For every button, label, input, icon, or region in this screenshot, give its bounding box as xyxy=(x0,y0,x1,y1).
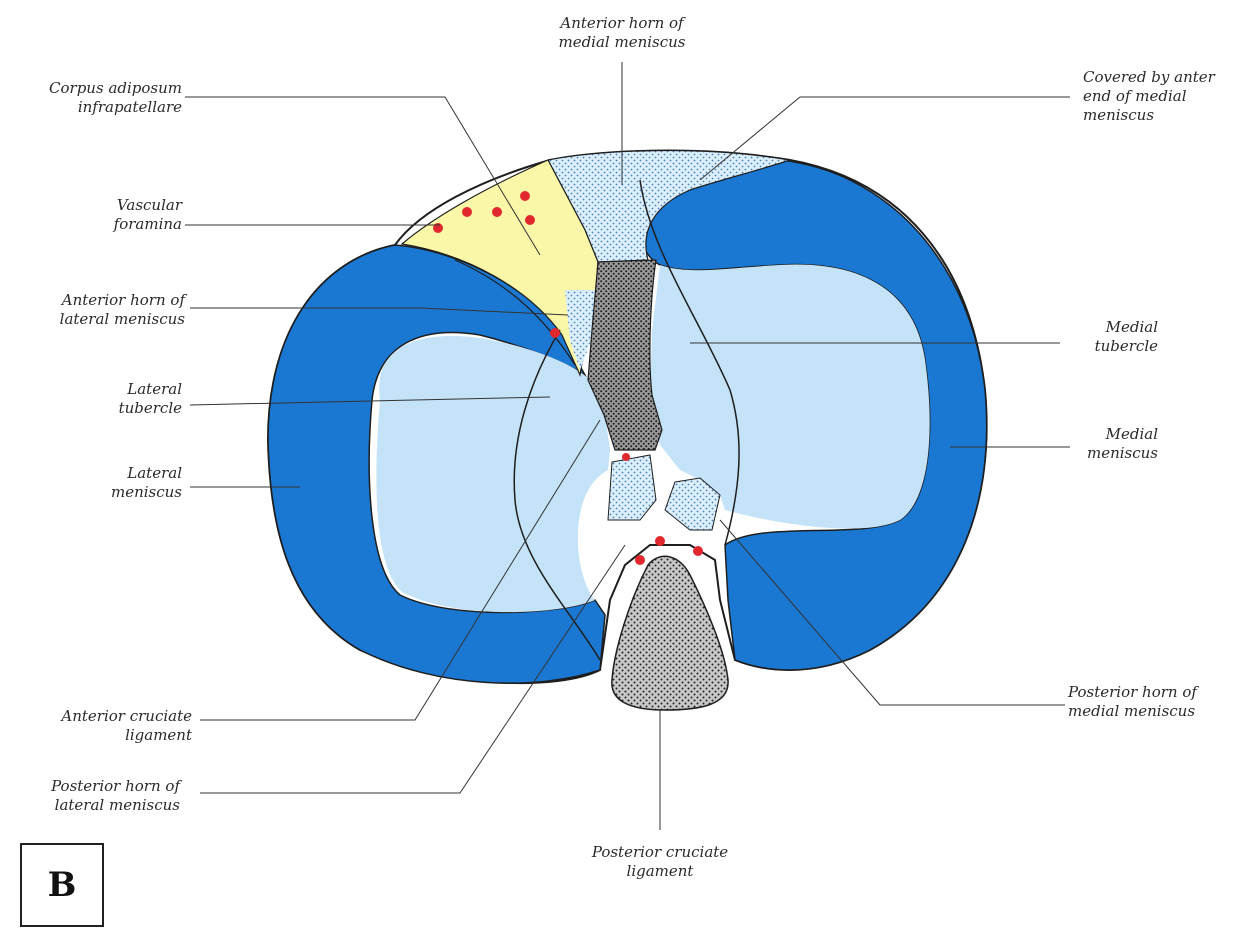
label-medial-tubercle: Medial tubercle xyxy=(1040,318,1158,356)
label-anterior-horn-lateral: Anterior horn of lateral meniscus xyxy=(0,291,185,329)
label-medial-meniscus: Medial meniscus xyxy=(1040,425,1158,463)
label-posterior-cruciate: Posterior cruciate ligament xyxy=(570,843,750,881)
lateral-tubercle-area xyxy=(376,336,610,612)
label-anterior-cruciate: Anterior cruciate ligament xyxy=(0,707,192,745)
pcl-region xyxy=(612,556,728,710)
label-vascular-foramina: Vascular foramina xyxy=(0,196,182,234)
panel-letter-box: B xyxy=(20,843,104,927)
label-lateral-tubercle: Lateral tubercle xyxy=(0,380,182,418)
label-anterior-horn-medial: Anterior horn of medial meniscus xyxy=(536,14,708,52)
label-posterior-horn-medial: Posterior horn of medial meniscus xyxy=(1068,683,1248,721)
label-corpus-adiposum: Corpus adiposum infrapatellare xyxy=(0,79,182,117)
label-covered-by-anter: Covered by anter end of medial meniscus xyxy=(1083,68,1248,125)
panel-letter: B xyxy=(48,865,77,905)
label-lateral-meniscus: Lateral meniscus xyxy=(0,464,182,502)
label-posterior-horn-lateral: Posterior horn of lateral meniscus xyxy=(0,777,180,815)
